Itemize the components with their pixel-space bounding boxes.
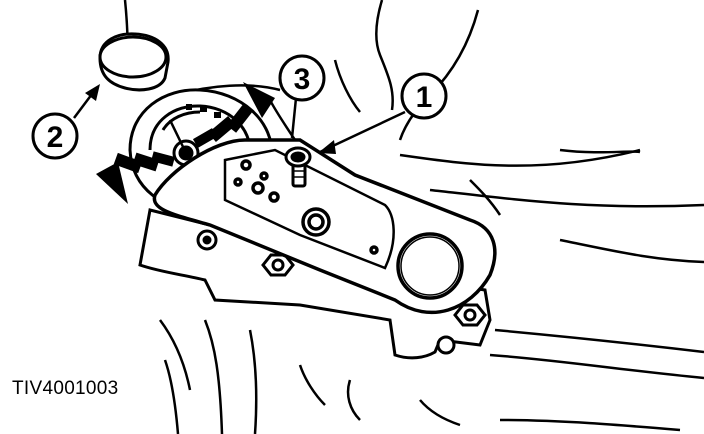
callout-1: 1 xyxy=(400,72,448,120)
lower-bracket xyxy=(138,208,492,360)
callout-1-label: 1 xyxy=(416,81,433,114)
figure-id: TIV4001003 xyxy=(12,378,119,399)
leader-arrowheads xyxy=(85,84,336,154)
tensioner-arm xyxy=(152,138,497,315)
locking-pin xyxy=(284,146,312,188)
rotation-arrows xyxy=(96,82,275,204)
blanking-plug xyxy=(98,32,170,92)
callout-3-label: 3 xyxy=(294,63,311,96)
callout-2: 2 xyxy=(31,112,79,160)
callout-2-label: 2 xyxy=(47,121,64,154)
callout-3: 3 xyxy=(278,54,326,102)
